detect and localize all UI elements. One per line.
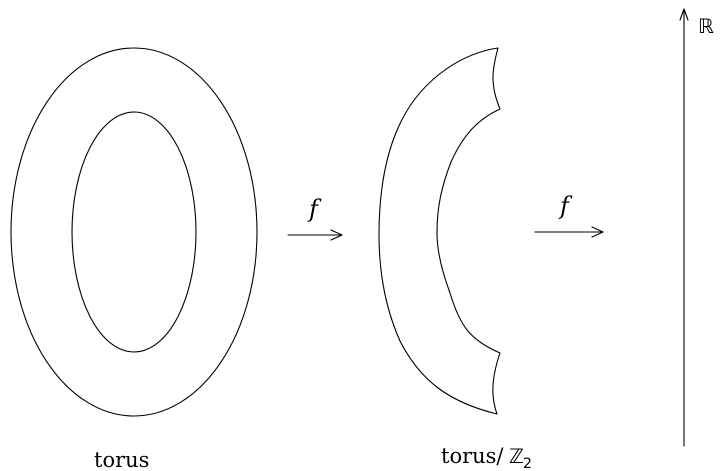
quotient-label-group: ℤ xyxy=(509,444,524,468)
quotient-label: torus/ ℤ 2 xyxy=(441,444,532,471)
half-torus-outline xyxy=(378,47,501,415)
real-line-label: ℝ xyxy=(698,14,714,38)
torus-label: torus xyxy=(94,448,149,471)
half-torus-figure xyxy=(378,47,501,415)
quotient-label-subscript: 2 xyxy=(523,456,532,471)
real-line-arrowhead xyxy=(679,8,689,21)
torus-inner-ellipse xyxy=(71,111,197,353)
map-label-2: f xyxy=(558,192,573,220)
arrow-head-1 xyxy=(330,229,343,241)
map-label-1: f xyxy=(307,195,322,223)
arrow-head-2 xyxy=(591,226,604,238)
torus-figure xyxy=(10,47,258,417)
real-line-axis xyxy=(679,8,689,447)
torus-outer-ellipse xyxy=(10,47,258,417)
map-arrow-2 xyxy=(534,226,604,238)
map-arrow-1 xyxy=(287,229,343,241)
quotient-label-prefix: torus/ xyxy=(441,444,504,468)
